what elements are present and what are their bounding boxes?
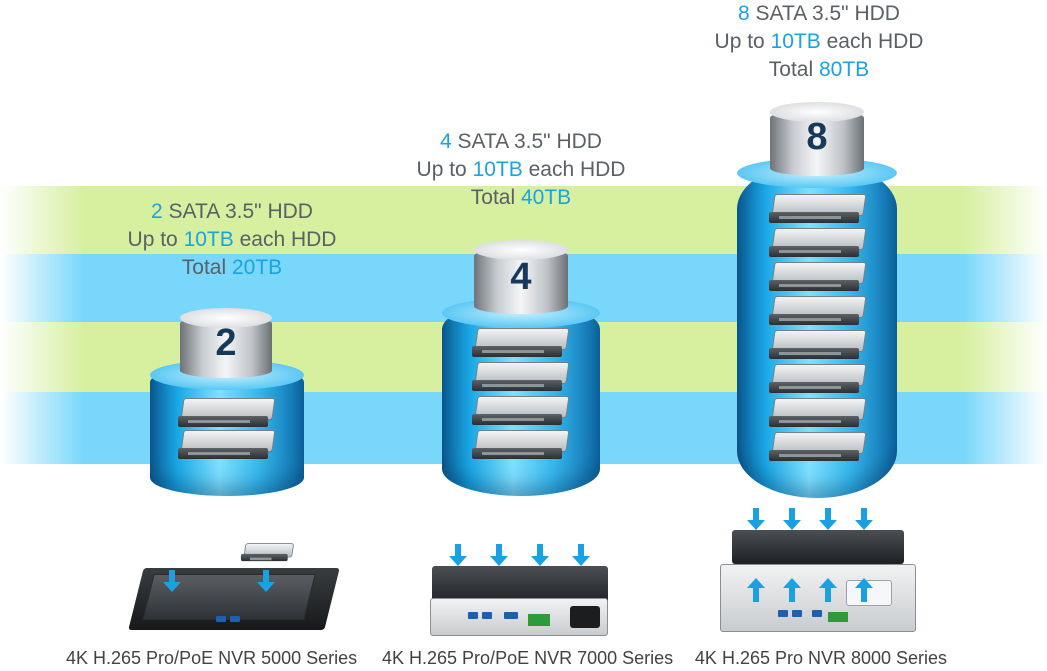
tier-3-count-label: 8: [806, 116, 828, 158]
nvr-7000-device-image: [428, 540, 612, 640]
hdd-icon: [472, 362, 570, 392]
tier-2-hdd-type: SATA 3.5" HDD: [451, 130, 602, 153]
hdd-icon: [769, 228, 867, 258]
hdd-icon: [769, 330, 867, 360]
tier-1-per-hdd-capacity: 10TB: [183, 228, 234, 251]
nvr-8000-caption: 4K H.265 Pro NVR 8000 Series: [694, 648, 948, 668]
hdd-icon: [472, 430, 570, 460]
tier-1-total-capacity: 20TB: [232, 256, 283, 279]
hdd-icon: [178, 398, 276, 428]
tier-3-capacity-cylinder: 8: [737, 102, 897, 502]
tier-1-count-label: 2: [215, 322, 237, 364]
tier-3-upto-label: Up to: [714, 30, 771, 53]
tier-3-hdd-count: 8: [738, 2, 750, 25]
hdd-icon: [472, 396, 570, 426]
tier-2-hdd-count: 4: [440, 130, 452, 153]
tier-2-spec: 4 SATA 3.5" HDD Up to 10TB each HDD Tota…: [401, 128, 641, 212]
hdd-icon: [769, 364, 867, 394]
hdd-icon: [769, 398, 867, 428]
tier-1-capacity-cylinder: 2: [150, 308, 304, 498]
tier-1-each-label: each HDD: [233, 228, 337, 251]
hdd-icon: [240, 543, 295, 563]
tier-3-each-label: each HDD: [820, 30, 924, 53]
hdd-icon: [769, 296, 867, 326]
tier-1-hdd-count: 2: [151, 200, 163, 223]
nvr-5000-device-image: [128, 540, 340, 635]
tier-1-hdd-type: SATA 3.5" HDD: [162, 200, 313, 223]
nvr-8000-device-image: [718, 506, 918, 640]
nvr-5000-caption: 4K H.265 Pro/PoE NVR 5000 Series: [66, 648, 358, 668]
tier-2-per-hdd-capacity: 10TB: [472, 158, 523, 181]
tier-2-each-label: each HDD: [522, 158, 626, 181]
tier-2-count-label: 4: [510, 256, 532, 298]
tier-1-spec: 2 SATA 3.5" HDD Up to 10TB each HDD Tota…: [112, 198, 352, 282]
tier-3-total-capacity: 80TB: [819, 58, 870, 81]
hdd-icon: [769, 432, 867, 462]
tier-2-upto-label: Up to: [416, 158, 473, 181]
nvr-7000-caption: 4K H.265 Pro/PoE NVR 7000 Series: [382, 648, 674, 668]
tier-2-total-label: Total: [470, 186, 521, 209]
hdd-icon: [472, 328, 570, 358]
tier-1-total-label: Total: [181, 256, 232, 279]
tier-2-capacity-cylinder: 4: [442, 240, 600, 500]
tier-3-total-label: Total: [768, 58, 819, 81]
tier-3-hdd-type: SATA 3.5" HDD: [749, 2, 900, 25]
tier-2-total-capacity: 40TB: [521, 186, 572, 209]
hdd-icon: [769, 262, 867, 292]
tier-3-spec: 8 SATA 3.5" HDD Up to 10TB each HDD Tota…: [699, 0, 939, 84]
tier-1-upto-label: Up to: [127, 228, 184, 251]
tier-3-per-hdd-capacity: 10TB: [770, 30, 821, 53]
hdd-icon: [769, 194, 867, 224]
hdd-icon: [178, 430, 276, 460]
